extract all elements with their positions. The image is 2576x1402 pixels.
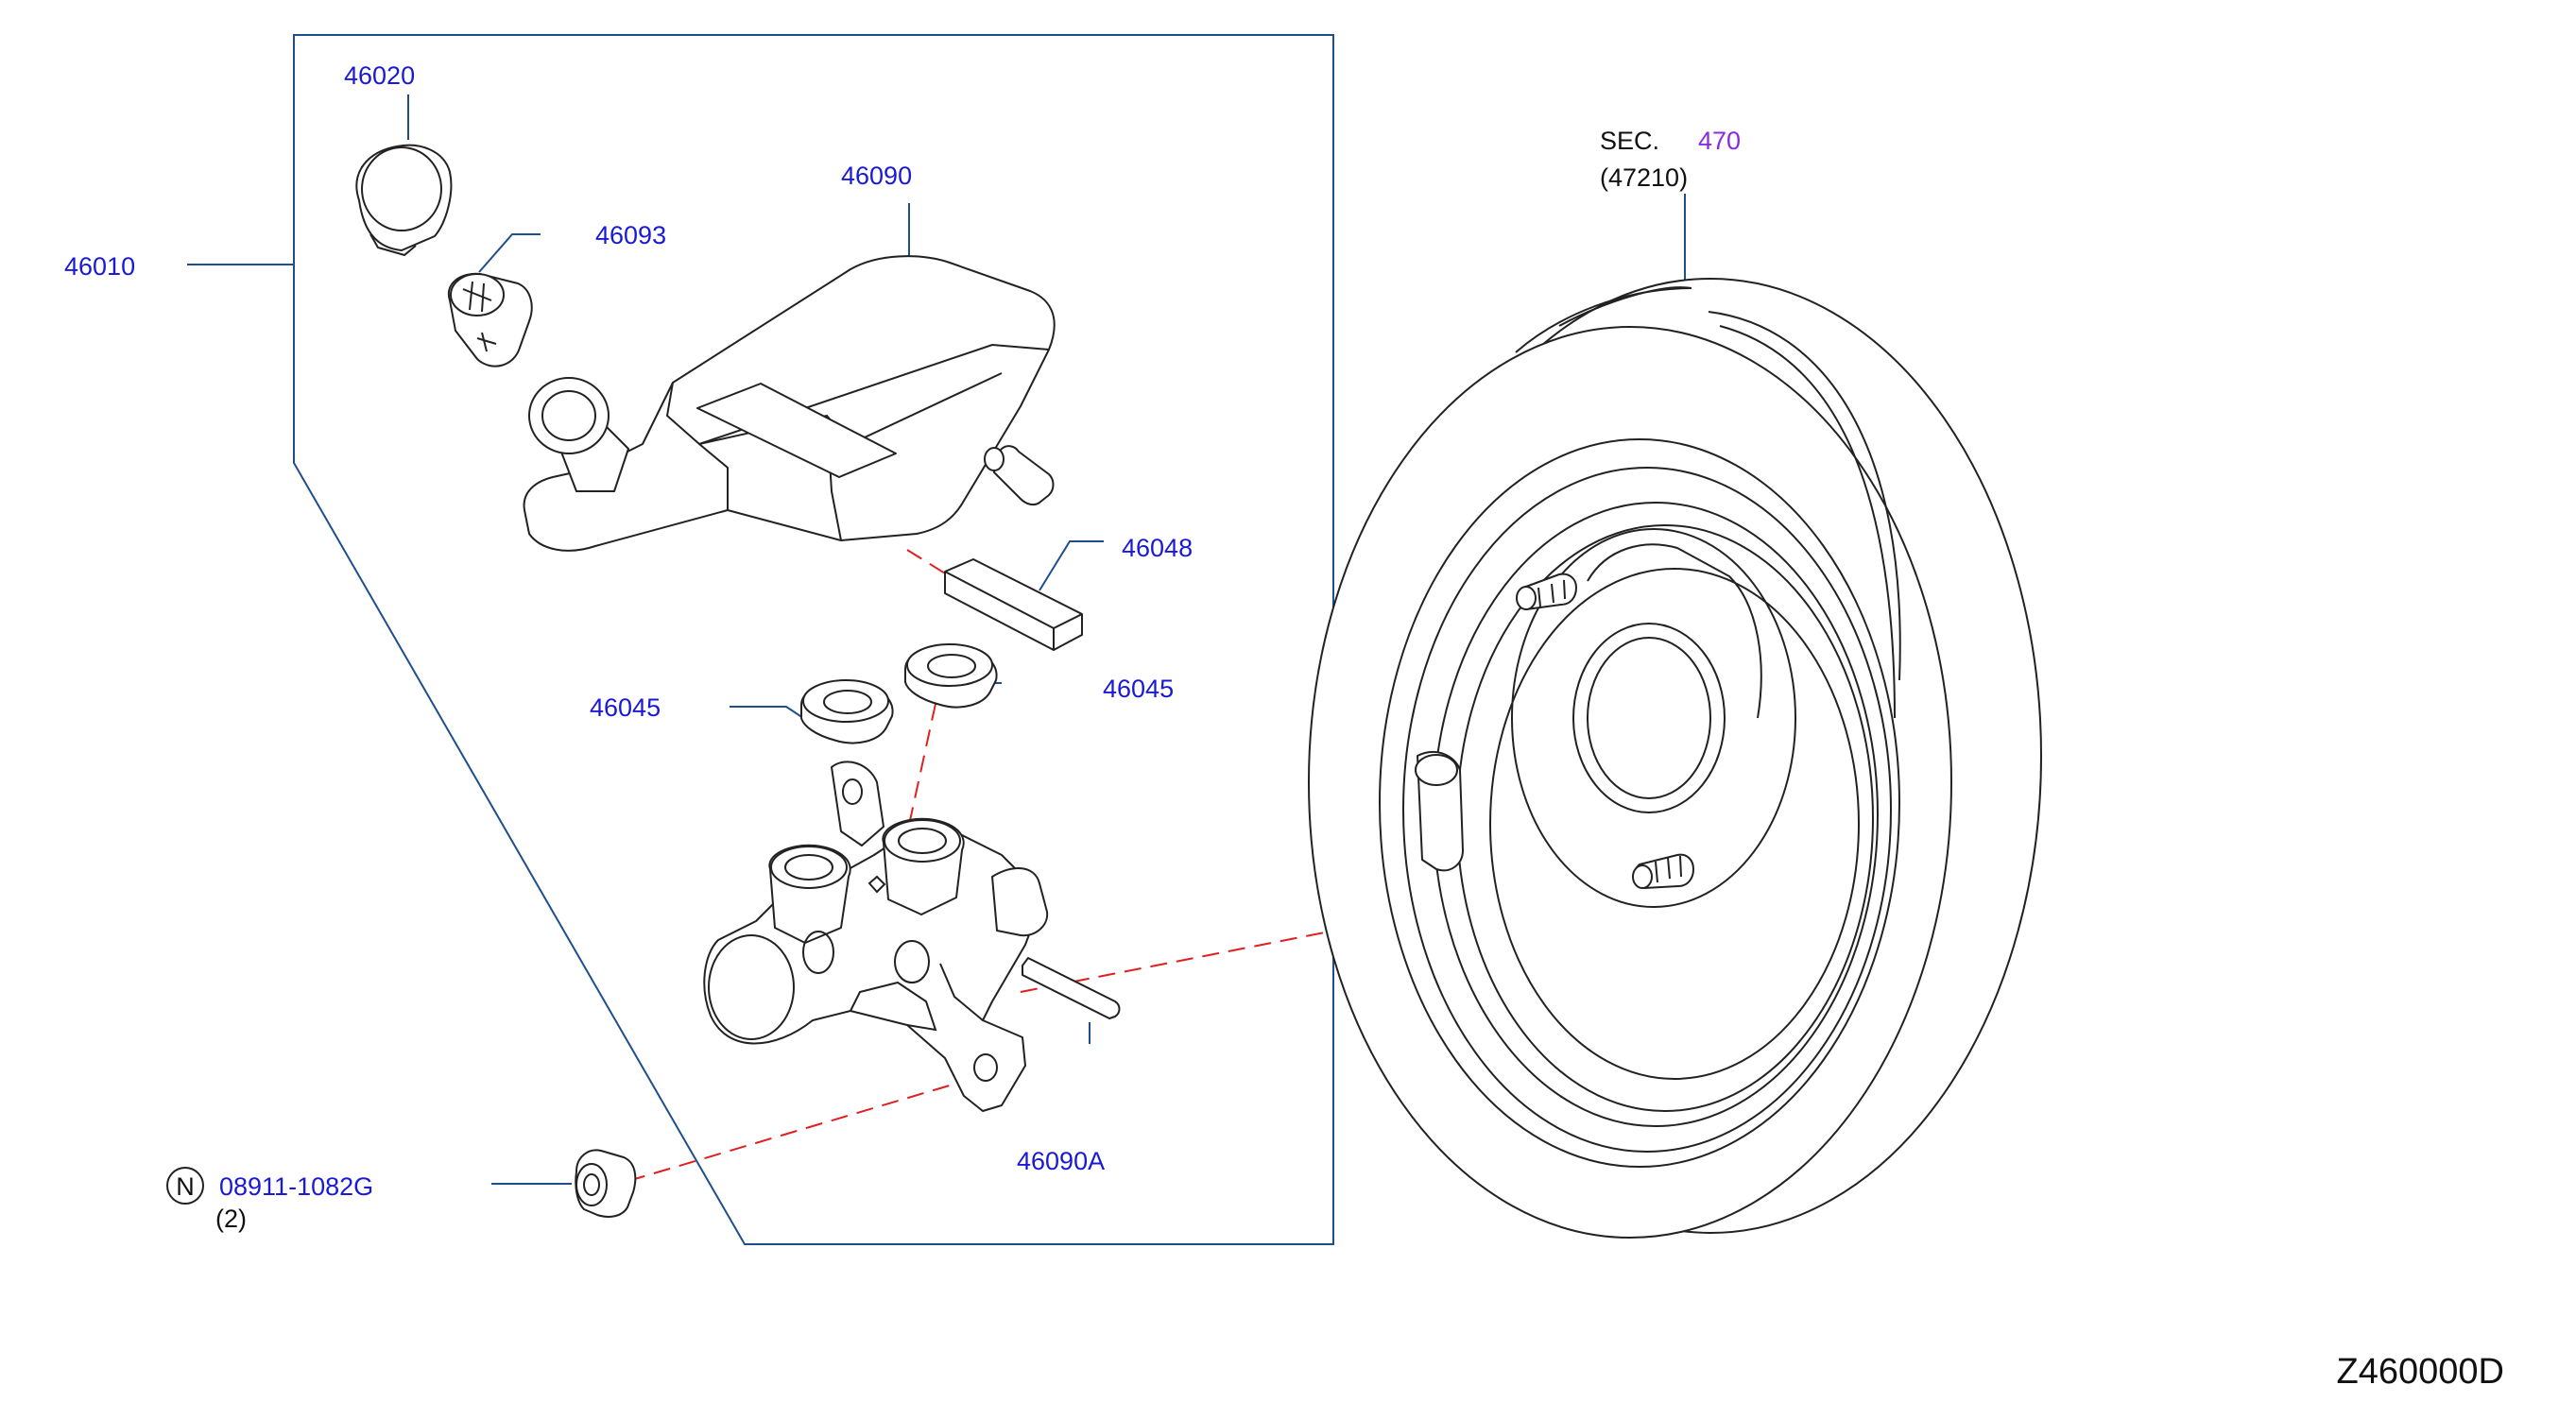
label-46045-right: 46045 — [1103, 675, 1174, 703]
brake-booster — [1308, 278, 2042, 1239]
reservoir-cap — [355, 144, 453, 257]
nut-marker-circle — [166, 1167, 204, 1205]
section-subpart: (47210) — [1600, 163, 1688, 192]
label-46090: 46090 — [841, 162, 912, 190]
label-nut-quantity: (2) — [215, 1205, 247, 1233]
reservoir-tank — [523, 255, 1056, 552]
flange-nut — [575, 1149, 637, 1218]
label-46093: 46093 — [595, 221, 666, 249]
leader-lines — [187, 94, 1686, 1185]
nut-marker-letter: N — [176, 1172, 195, 1201]
strainer — [447, 272, 533, 368]
section-callout: SEC. 470 (47210) — [1600, 127, 1741, 192]
label-46048: 46048 — [1122, 534, 1193, 562]
label-46010: 46010 — [64, 252, 135, 281]
grommet-right — [904, 643, 998, 709]
label-46045-left: 46045 — [590, 693, 661, 722]
section-link-470[interactable]: 470 — [1698, 127, 1741, 155]
roll-pin — [1022, 957, 1121, 1019]
grommet-left — [800, 679, 894, 744]
diagram-code: Z460000D — [2337, 1352, 2504, 1392]
label-08911-1082g: 08911-1082G — [219, 1172, 373, 1201]
nut-callout: N 08911-1082G (2) — [166, 1167, 373, 1233]
label-46090a: 46090A — [1017, 1147, 1105, 1175]
section-prefix: SEC. — [1600, 127, 1659, 155]
level-sensor — [944, 558, 1083, 651]
master-cylinder — [703, 761, 1049, 1112]
label-46020: 46020 — [344, 61, 415, 90]
assembly-boundary — [293, 34, 1334, 1245]
